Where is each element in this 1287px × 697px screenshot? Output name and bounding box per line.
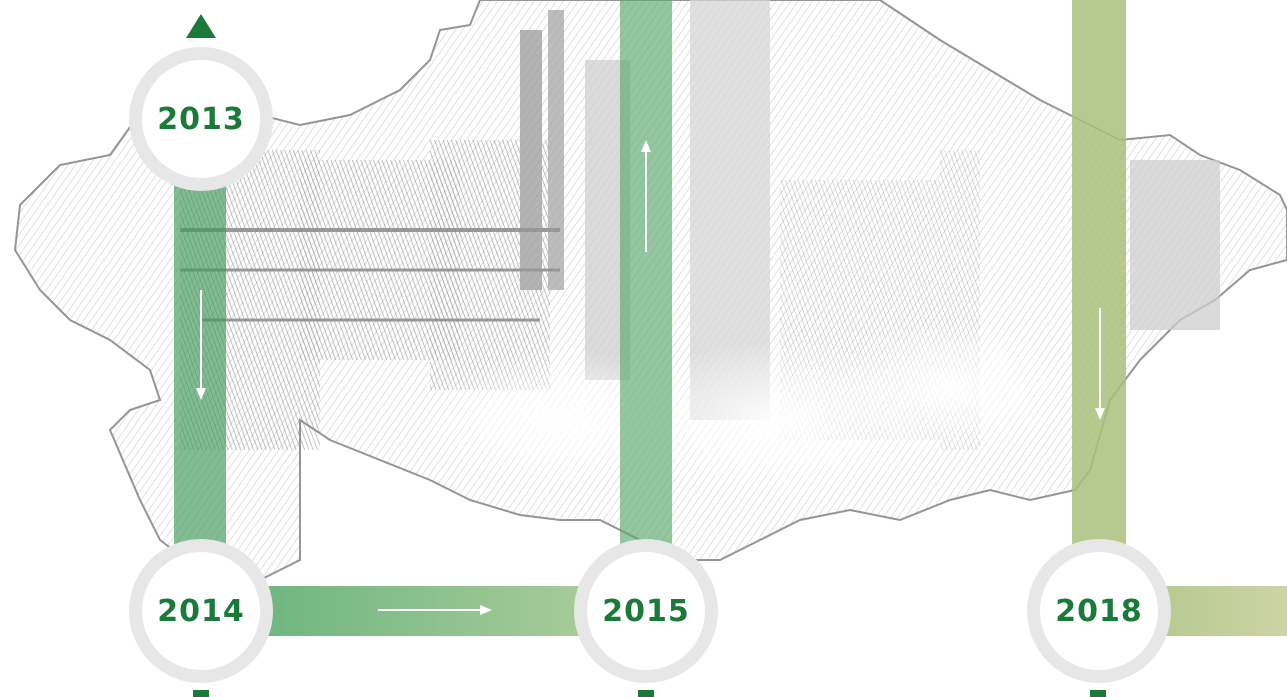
bracket-marker-icon: [193, 690, 209, 697]
year-node-2013[interactable]: 2013: [129, 47, 273, 191]
year-node-2014[interactable]: 2014: [129, 539, 273, 683]
track-2018-down: [1072, 0, 1126, 560]
triangle-up-icon: [186, 14, 216, 38]
arrow-icon-down-2013: [196, 290, 206, 400]
year-node-2018[interactable]: 2018: [1027, 539, 1171, 683]
year-label-2014: 2014: [157, 593, 245, 629]
bracket-marker-icon: [1090, 690, 1106, 697]
year-node-inner: 2018: [1040, 552, 1158, 670]
year-node-inner: 2014: [142, 552, 260, 670]
year-node-inner: 2015: [587, 552, 705, 670]
track-2015-up: [620, 0, 672, 560]
year-label-2013: 2013: [157, 101, 245, 137]
year-label-2015: 2015: [602, 593, 690, 629]
arrow-icon-right-2014: [378, 605, 492, 615]
track-2018-right: [1150, 586, 1287, 636]
year-label-2018: 2018: [1055, 593, 1143, 629]
arrow-icon-down-2018: [1095, 308, 1105, 420]
arrow-icon-up-2015: [641, 140, 651, 252]
year-node-2015[interactable]: 2015: [574, 539, 718, 683]
bracket-marker-icon: [638, 690, 654, 697]
year-node-inner: 2013: [142, 60, 260, 178]
